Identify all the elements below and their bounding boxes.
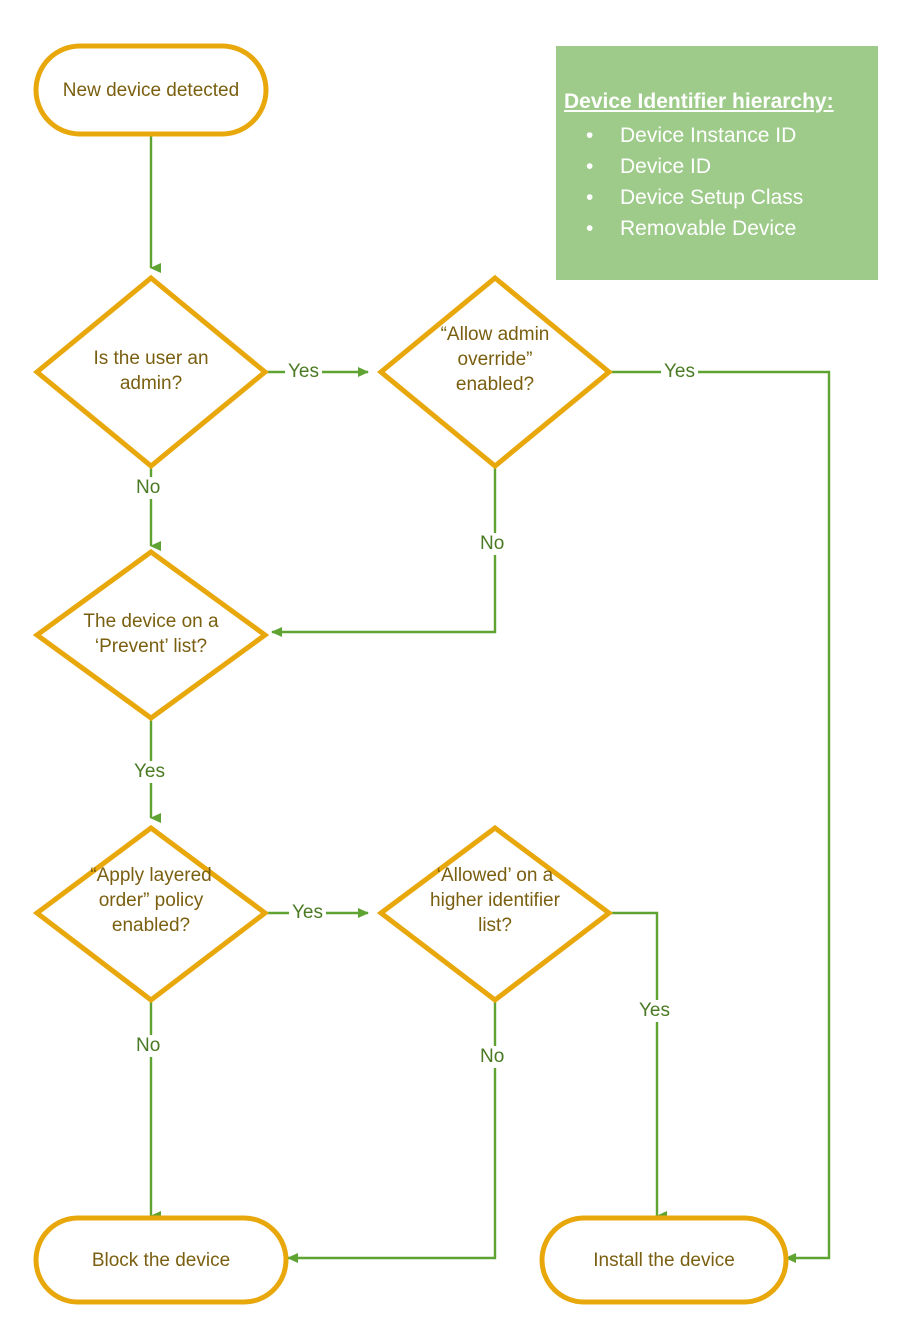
legend-item: • Device ID: [564, 151, 870, 182]
legend-item-label: Device Setup Class: [620, 186, 804, 209]
edge-label-d1-no: No: [133, 477, 164, 499]
node-install-the-device: [539, 1215, 789, 1305]
node-decision-allowed-higher-identifier: [376, 824, 614, 1004]
legend-item: • Device Instance ID: [564, 120, 870, 151]
bullet-icon: •: [586, 155, 594, 178]
node-start: [33, 43, 269, 137]
node-decision-prevent-list: [32, 548, 270, 722]
edge-label-d5-no: No: [477, 1046, 508, 1068]
bullet-icon: •: [586, 217, 594, 240]
legend-title: Device Identifier hierarchy:: [564, 90, 834, 113]
legend-list: • Device Instance ID • Device ID • Devic…: [564, 120, 870, 244]
legend-panel: Device Identifier hierarchy: • Device In…: [556, 46, 878, 280]
legend-item-label: Device Instance ID: [620, 124, 797, 147]
edge-label-d1-yes: Yes: [285, 361, 322, 383]
edge-d5-no-to-block: [287, 1000, 497, 1263]
edge-d2-yes-to-install: [611, 370, 831, 1263]
edge-label-d2-yes: Yes: [661, 361, 698, 383]
edge-label-d4-no: No: [133, 1035, 164, 1057]
node-block-the-device: [33, 1215, 289, 1305]
edge-d2-no-to-d3: [271, 459, 497, 637]
node-decision-allow-admin-override: [377, 274, 613, 470]
bullet-icon: •: [586, 186, 594, 209]
node-decision-apply-layered-order: [32, 824, 270, 1004]
legend-item: • Removable Device: [564, 213, 870, 244]
legend-item-label: Removable Device: [620, 217, 797, 240]
node-decision-is-user-admin: [33, 274, 269, 470]
legend-item-label: Device ID: [620, 155, 712, 178]
edge-label-d3-yes: Yes: [131, 761, 168, 783]
legend-item: • Device Setup Class: [564, 182, 870, 213]
edge-d5-yes-to-install: [611, 911, 667, 1221]
edge-label-d5-yes: Yes: [636, 1000, 673, 1022]
edge-label-d4-yes: Yes: [289, 902, 326, 924]
bullet-icon: •: [586, 124, 594, 147]
edge-label-d2-no: No: [477, 533, 508, 555]
